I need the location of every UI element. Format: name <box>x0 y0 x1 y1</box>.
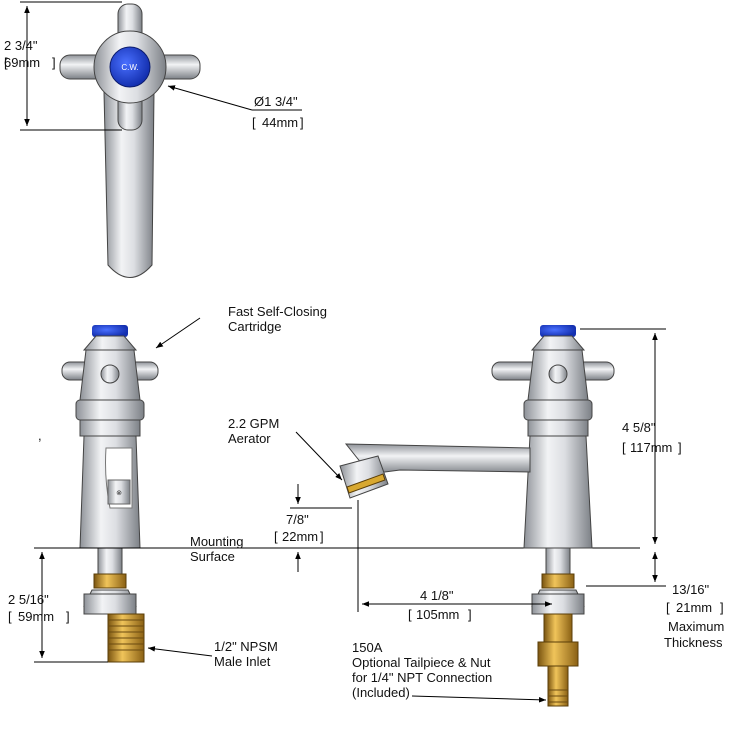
below-height-dimension: 2 5/16" 59mm [ ] <box>8 552 108 663</box>
top-diameter-metric: 44mm <box>262 115 298 130</box>
front-bonnet-nut <box>75 399 145 421</box>
reach-imperial: 4 1/8" <box>420 588 454 603</box>
svg-text:[: [ <box>252 115 256 130</box>
svg-text:[: [ <box>666 600 670 615</box>
thickness-label-line2: Thickness <box>664 635 723 650</box>
svg-text:]: ] <box>720 600 724 615</box>
svg-text:]: ] <box>52 55 56 70</box>
overall-height-imperial: 4 5/8" <box>622 420 656 435</box>
aerator-height-metric: 22mm <box>282 529 318 544</box>
aerator-label-line1: 2.2 GPM <box>228 416 279 431</box>
aerator-callout: 2.2 GPM Aerator <box>228 416 343 481</box>
aerator-height-imperial: 7/8" <box>286 512 309 527</box>
top-height-imperial: 2 3/4" <box>4 38 38 53</box>
tailpiece-label-line1: 150A <box>352 640 383 655</box>
top-height-dimension: 2 3/4" 69mm [ ] <box>4 1 122 131</box>
svg-text:]: ] <box>468 607 472 622</box>
tailpiece-callout: 150A Optional Tailpiece & Nut for 1/4" N… <box>352 640 547 703</box>
svg-text:[: [ <box>274 529 278 544</box>
tailpiece <box>547 665 569 707</box>
reach-dimension: 4 1/8" 105mm [ ] <box>357 500 552 622</box>
side-brass-collar <box>541 573 575 589</box>
top-view: C.W. 2 3/4" 69mm [ ] Ø1 3/4" 44mm [ ] <box>4 1 304 278</box>
tailpiece-nut <box>537 641 579 667</box>
svg-text:]: ] <box>66 609 70 624</box>
thickness-metric: 21mm <box>676 600 712 615</box>
reach-metric: 105mm <box>416 607 459 622</box>
below-height-imperial: 2 5/16" <box>8 592 49 607</box>
tailpiece-label-line2: Optional Tailpiece & Nut <box>352 655 491 670</box>
cartridge-label-line2: Cartridge <box>228 319 281 334</box>
overall-height-metric: 117mm <box>630 440 672 455</box>
top-diameter-imperial: Ø1 3/4" <box>254 94 298 109</box>
cartridge-callout: Fast Self-Closing Cartridge <box>155 304 327 349</box>
overall-height-dimension: 4 5/8" 117mm [ ] <box>580 328 682 544</box>
front-view: ⊗ Fast Self-Closing Cartridge Mounting S… <box>8 304 640 669</box>
top-height-metric: 69mm <box>4 55 40 70</box>
svg-text:[: [ <box>8 609 12 624</box>
thickness-dimension: 13/16" 21mm [ ] Maximum Thickness <box>586 552 724 650</box>
svg-text:[: [ <box>408 607 412 622</box>
mounting-label-line2: Surface <box>190 549 235 564</box>
svg-text:⊗: ⊗ <box>116 490 122 497</box>
below-height-metric: 59mm <box>18 609 54 624</box>
tailpiece-label-line4: (Included) <box>352 685 410 700</box>
inlet-label-line2: Male Inlet <box>214 654 271 669</box>
thickness-label-line1: Maximum <box>668 619 724 634</box>
side-bonnet-nut <box>523 399 593 421</box>
inlet-callout: 1/2" NPSM Male Inlet <box>147 639 278 669</box>
tailpiece-label-line3: for 1/4" NPT Connection <box>352 670 492 685</box>
aerator-height-dimension: 7/8" 22mm [ ] <box>274 484 352 572</box>
mounting-label-line1: Mounting <box>190 534 243 549</box>
cw-index-button <box>109 46 151 88</box>
svg-text:]: ] <box>320 529 324 544</box>
side-view: 2.2 GPM Aerator 7/8" 22mm [ ] 4 5/8" 117… <box>228 325 724 707</box>
cw-badge-text: C.W. <box>121 63 138 72</box>
front-blue-cap <box>92 325 128 337</box>
side-body <box>523 435 593 549</box>
front-brass-collar <box>93 573 127 589</box>
thickness-imperial: 13/16" <box>672 582 710 597</box>
svg-text:,: , <box>38 428 42 443</box>
side-blue-cap <box>540 325 576 337</box>
svg-text:]: ] <box>300 115 304 130</box>
inlet-label-line1: 1/2" NPSM <box>214 639 278 654</box>
svg-text:]: ] <box>678 440 682 455</box>
aerator-label-line2: Aerator <box>228 431 271 446</box>
svg-text:[: [ <box>4 55 8 70</box>
svg-text:[: [ <box>622 440 626 455</box>
top-diameter-callout: Ø1 3/4" 44mm [ ] <box>167 85 304 130</box>
cartridge-label-line1: Fast Self-Closing <box>228 304 327 319</box>
